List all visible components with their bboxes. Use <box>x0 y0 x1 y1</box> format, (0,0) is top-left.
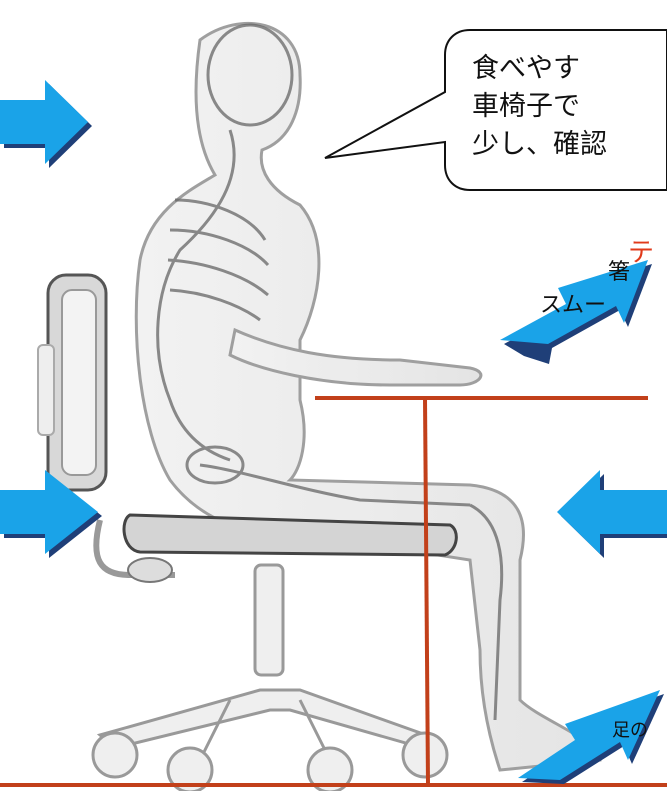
red-label: テ <box>628 232 654 269</box>
chopsticks-label-line2: スムー <box>540 287 606 319</box>
bubble-line-3: 少し、確認 <box>472 126 667 164</box>
bubble-line-2: 車椅子で <box>472 88 667 126</box>
chair-backrest <box>38 275 106 490</box>
chopsticks-label-line1: 箸 <box>608 254 630 286</box>
arrow-right-icon <box>0 80 92 168</box>
arrow-left-icon <box>557 470 667 558</box>
speech-bubble-text: 食べやす 車椅子で 少し、確認 <box>472 50 667 164</box>
bubble-line-1: 食べやす <box>472 50 667 88</box>
chair-base <box>93 565 447 791</box>
feet-label: 足の <box>612 716 648 742</box>
